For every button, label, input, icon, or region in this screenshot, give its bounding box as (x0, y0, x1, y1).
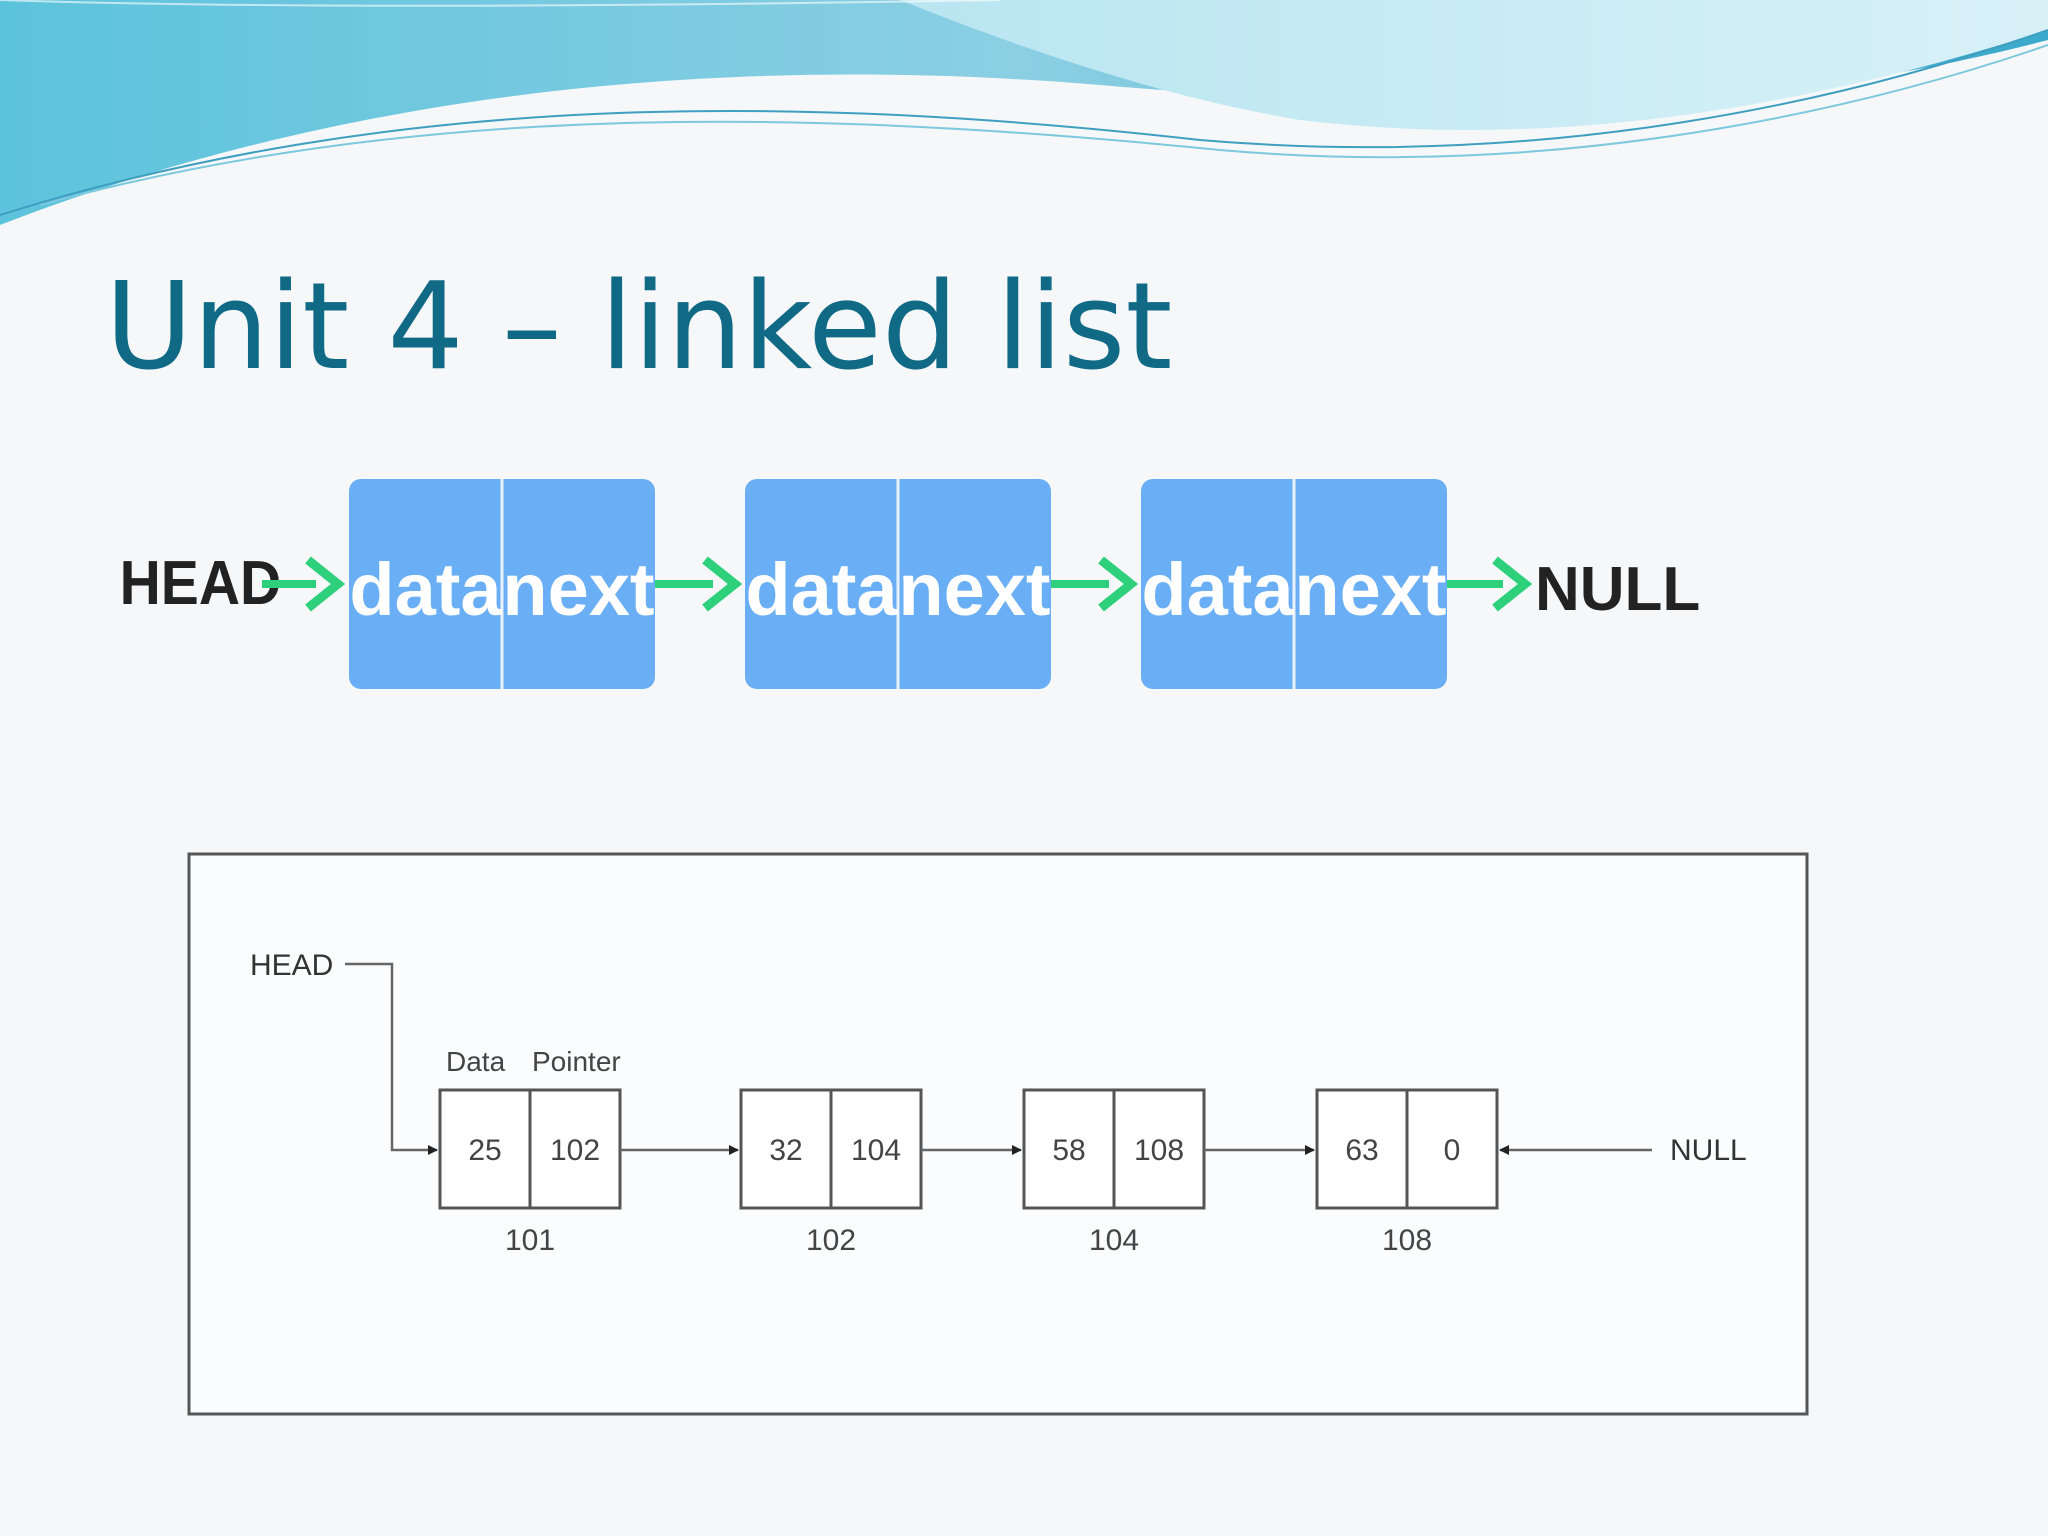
d2-node: 25 102 101 (438, 1088, 622, 1257)
d1-node-data: data (745, 548, 898, 631)
d1-node-next: next (1294, 548, 1446, 631)
d2-head-connector (345, 962, 438, 1155)
d2-node-data: 58 (1052, 1134, 1085, 1167)
d2-node-data: 32 (769, 1134, 802, 1167)
d2-node-data: 25 (468, 1134, 501, 1167)
d1-null-label: NULL (1535, 555, 1700, 624)
d1-node-data: data (349, 548, 502, 631)
d2-null-label: NULL (1670, 1134, 1747, 1167)
d2-node: 58 108 104 (1022, 1088, 1206, 1257)
d2-node-address: 101 (505, 1224, 555, 1257)
d2-data-header: Data (446, 1046, 506, 1077)
d2-node-pointer: 102 (550, 1134, 600, 1167)
linked-list-diagram-memory: HEAD Data Pointer 25 102 101 32 104 102 58 108 1… (187, 852, 1809, 1416)
header-wave-decoration (0, 0, 2048, 225)
d1-node-data: data (1141, 548, 1294, 631)
d2-node: 63 0 108 (1315, 1088, 1499, 1257)
d1-link-arrow (655, 556, 743, 612)
d1-node-next: next (898, 548, 1050, 631)
d2-node-pointer: 108 (1134, 1134, 1184, 1167)
slide-title: Unit 4 – linked list (105, 258, 1172, 397)
d2-pointer-header: Pointer (532, 1046, 621, 1077)
d2-node-pointer: 0 (1444, 1134, 1461, 1167)
d2-frame (187, 852, 1809, 1416)
d1-head-arrow (262, 556, 346, 612)
d1-null-arrow (1447, 556, 1533, 612)
wave-line-3 (0, 0, 1001, 7)
d2-node-address: 108 (1382, 1224, 1432, 1257)
wave-front (900, 0, 2048, 130)
d2-node-pointer: 104 (851, 1134, 901, 1167)
wave-line-1 (0, 29, 2048, 216)
d2-node-address: 104 (1089, 1224, 1139, 1257)
d1-link-arrow (1051, 556, 1139, 612)
d1-node-next: next (502, 548, 654, 631)
d2-node-data: 63 (1345, 1134, 1378, 1167)
wave-line-2 (39, 44, 2048, 206)
d2-node-address: 102 (806, 1224, 856, 1257)
d2-head-label: HEAD (250, 949, 333, 982)
d1-head-label: HEAD (120, 548, 282, 618)
